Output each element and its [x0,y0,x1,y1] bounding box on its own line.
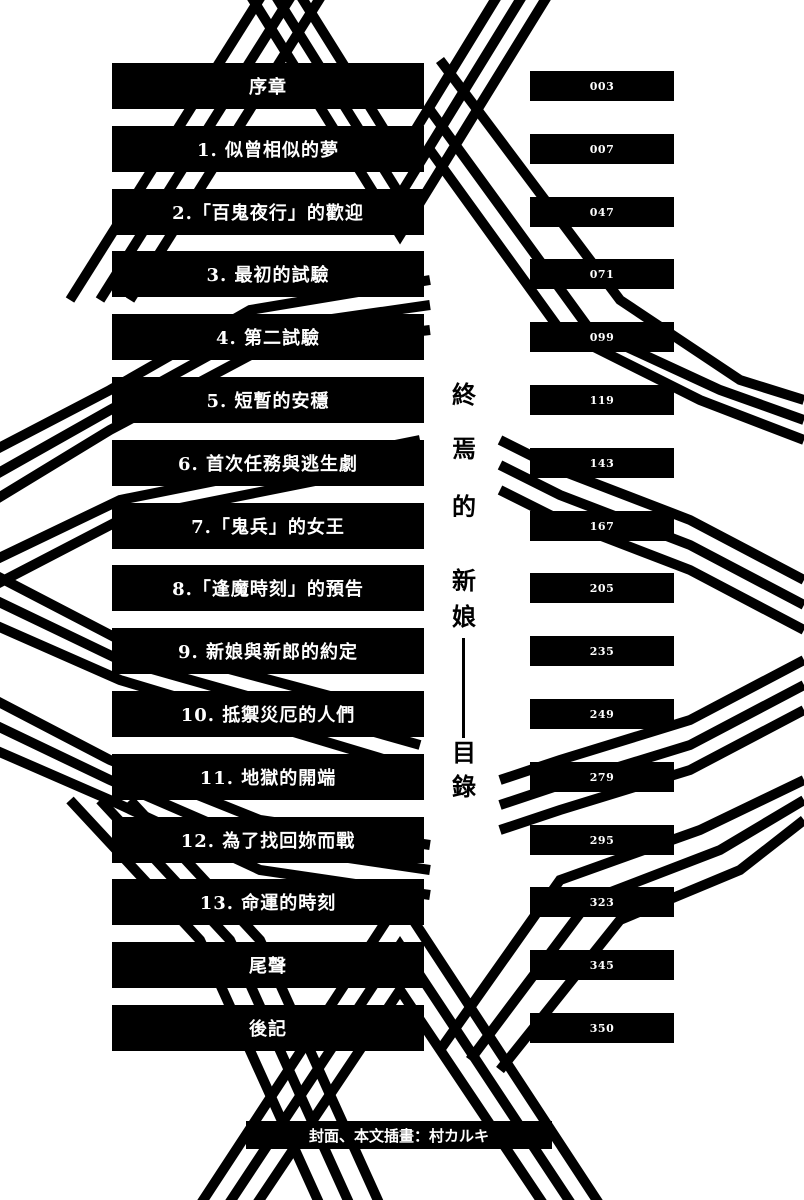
toc-entry: 12. 為了找回妳而戰 295 [0,817,804,863]
chapter-title: 4. 第二試驗 [112,314,424,360]
toc-entry: 尾聲 345 [0,942,804,988]
chapter-title: 3. 最初的試驗 [112,251,424,297]
toc-entry: 4. 第二試驗 099 [0,314,804,360]
toc-entry: 3. 最初的試驗 071 [0,251,804,297]
toc-entry: 13. 命運的時刻 323 [0,879,804,925]
book-title-vertical: 終 焉 的 新 娘 目 錄 [438,380,490,810]
toc-entry: 2.「百鬼夜行」的歡迎 047 [0,189,804,235]
chapter-title: 尾聲 [112,942,424,988]
title-char: 終 [452,380,476,409]
page-number: 279 [530,762,674,792]
toc-entry: 5. 短暫的安穩 119 [0,377,804,423]
chapter-title: 1. 似曾相似的夢 [112,126,424,172]
title-char: 的 [452,492,476,521]
page-number: 205 [530,573,674,603]
chapter-title: 7.「鬼兵」的女王 [112,503,424,549]
deco-line [497,485,804,635]
page-number: 143 [530,448,674,478]
title-char: 焉 [452,434,476,463]
page-number: 071 [530,259,674,289]
illustrator-credit: 封面、本文插畫：村カルキ [246,1121,552,1149]
chapter-title: 5. 短暫的安穩 [112,377,424,423]
deco-line [466,795,804,1063]
deco-line [435,775,804,1053]
chapter-title: 10. 抵禦災厄的人們 [112,691,424,737]
title-char: 目 [452,738,476,767]
page-number: 119 [530,385,674,415]
chapter-title: 13. 命運的時刻 [112,879,424,925]
deco-line [425,107,804,425]
toc-entry: 1. 似曾相似的夢 007 [0,126,804,172]
title-char: 新 [452,566,476,595]
toc-entry: 11. 地獄的開端 279 [0,754,804,800]
toc-entry: 9. 新娘與新郎的約定 235 [0,628,804,674]
page-number: 167 [530,511,674,541]
chapter-title: 11. 地獄的開端 [112,754,424,800]
page-number: 350 [530,1013,674,1043]
deco-line [436,57,804,405]
chapter-title: 後記 [112,1005,424,1051]
deco-line [0,621,422,775]
toc-entry: 8.「逢魔時刻」的預告 205 [0,565,804,611]
page-number: 323 [530,887,674,917]
toc-entry: 7.「鬼兵」的女王 167 [0,503,804,549]
toc-entry: 10. 抵禦災厄的人們 249 [0,691,804,737]
title-dash [462,638,465,738]
chapter-title: 序章 [112,63,424,109]
page-number: 099 [530,322,674,352]
chapter-title: 9. 新娘與新郎的約定 [112,628,424,674]
chapter-title: 6. 首次任務與逃生劇 [112,440,424,486]
page-number: 345 [530,950,674,980]
toc-entry: 後記 350 [0,1005,804,1051]
deco-line [496,816,804,1074]
page-number: 295 [530,825,674,855]
page-number: 003 [530,71,674,101]
toc-entry: 序章 003 [0,63,804,109]
chapter-title: 8.「逢魔時刻」的預告 [112,565,424,611]
title-char: 娘 [452,602,476,631]
page-number: 047 [530,197,674,227]
deco-line [425,147,804,445]
deco-line [0,275,431,454]
page-number: 249 [530,699,674,729]
page-number: 235 [530,636,674,666]
title-char: 錄 [452,772,476,801]
chapter-title: 2.「百鬼夜行」的歡迎 [112,189,424,235]
chapter-title: 12. 為了找回妳而戰 [112,817,424,863]
page-number: 007 [530,134,674,164]
toc-entry: 6. 首次任務與逃生劇 143 [0,440,804,486]
